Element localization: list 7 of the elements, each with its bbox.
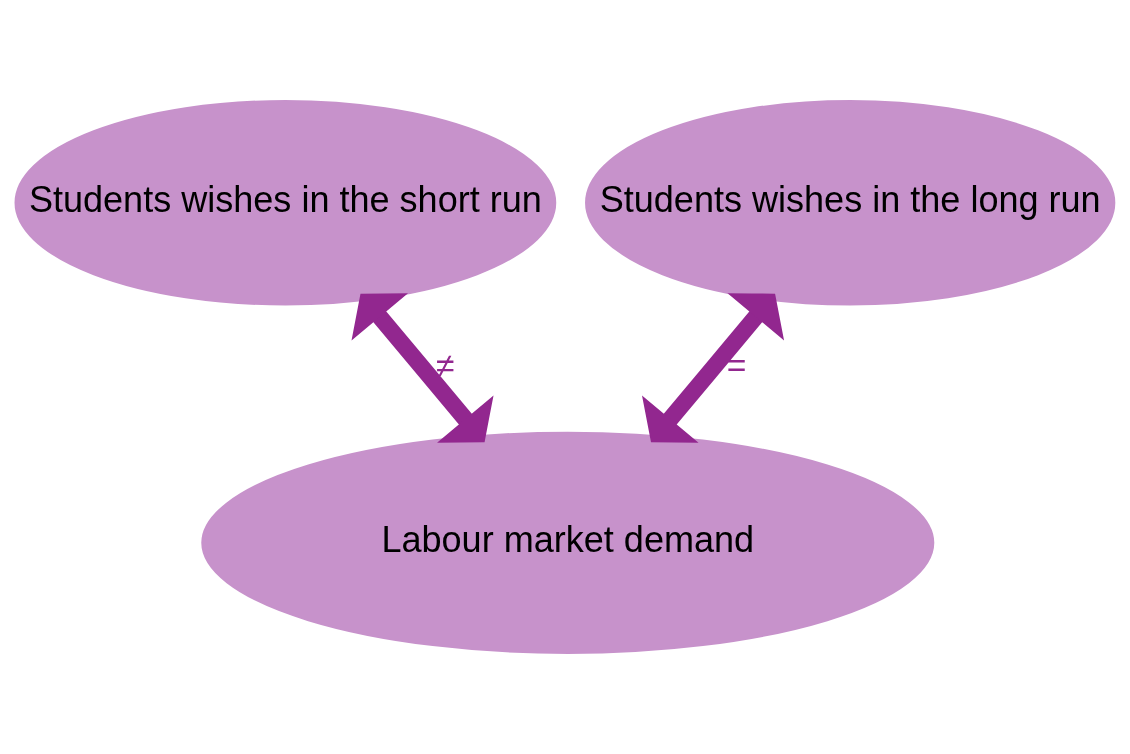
node-ellipse: Students wishes in the short run — [12, 97, 559, 308]
node-ellipse: Labour market demand — [198, 429, 937, 657]
arrow — [642, 293, 785, 443]
node-ellipse: Students wishes in the long run — [582, 97, 1118, 308]
edge-label: ≠ — [435, 346, 455, 384]
edge-label: = — [726, 346, 747, 384]
arrow — [351, 293, 494, 443]
